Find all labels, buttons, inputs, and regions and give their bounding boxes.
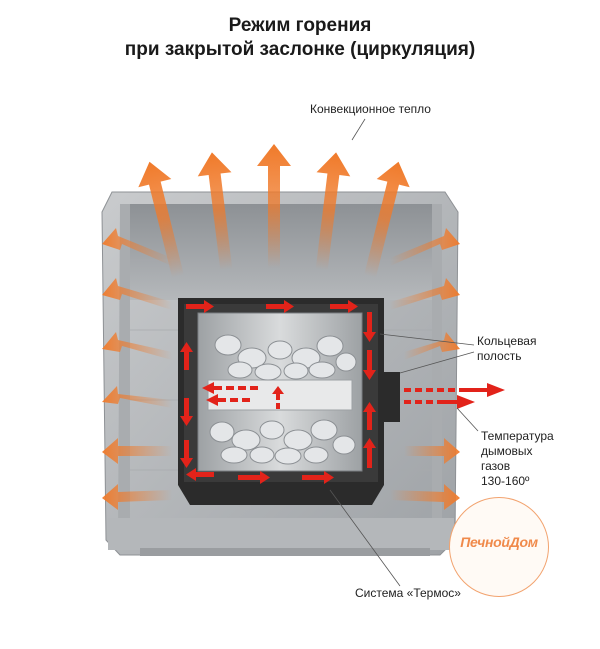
gas-arrow — [367, 350, 372, 370]
gas-arrow — [363, 370, 376, 380]
gas-arrow — [284, 300, 294, 313]
gas-arrow — [363, 332, 376, 342]
ring-cavity-label: Кольцевая полость — [477, 334, 587, 364]
gas-arrow — [367, 412, 372, 430]
convection-heat-label: Конвекционное тепло — [310, 102, 431, 116]
logo-text: ПечнойДом — [460, 534, 538, 550]
gas-arrow — [184, 440, 189, 458]
temp-label-line-3: газов — [481, 459, 511, 473]
gas-arrow — [184, 352, 189, 370]
temp-label-line-2: дымовых — [481, 444, 533, 458]
gas-arrow — [363, 438, 376, 448]
leader-lines — [329, 118, 479, 587]
heat-arrow-up — [364, 161, 410, 278]
gas-arrow — [260, 471, 270, 484]
gas-arrow — [348, 300, 358, 313]
termos-system-label: Система «Термос» — [355, 586, 461, 600]
gas-arrow — [180, 416, 193, 426]
title-line-2: при закрытой заслонке (циркуляция) — [124, 39, 476, 60]
gas-arrow — [266, 304, 284, 309]
gas-arrow — [180, 342, 193, 352]
gas-arrow — [324, 471, 334, 484]
gas-arrow — [186, 304, 204, 309]
gas-arrow — [238, 475, 260, 480]
gas-arrow — [180, 458, 193, 468]
gas-arrow — [302, 475, 324, 480]
convection-heat-arrows — [138, 144, 410, 278]
gas-arrow — [184, 398, 189, 416]
gas-arrow — [367, 448, 372, 468]
side-heat-arrows-right — [390, 228, 460, 510]
pechnoy-dom-logo: ПечнойДом — [449, 497, 549, 597]
heat-arrow-up — [197, 152, 233, 271]
diagram-title: Режим горения при закрытой заслонке (цир… — [0, 14, 600, 62]
temp-label-line-1: Температура — [481, 429, 554, 443]
gas-arrow — [363, 402, 376, 412]
ring-label-line-1: Кольцевая — [477, 334, 537, 348]
side-heat-arrows-left — [102, 228, 172, 510]
ring-label-line-2: полость — [477, 349, 522, 363]
gas-arrow — [367, 312, 372, 332]
title-line-1: Режим горения — [228, 15, 372, 36]
heat-arrow-up — [257, 144, 291, 268]
gas-arrow — [204, 300, 214, 313]
return-flow-dashed — [202, 382, 284, 409]
gas-arrow — [330, 304, 348, 309]
exit-flue-arrows — [404, 383, 505, 409]
gas-arrow — [196, 472, 214, 477]
gas-arrow — [186, 468, 196, 481]
flue-temperature-label: Температура дымовых газов 130-160º — [481, 429, 591, 489]
flue-gas-circulation — [180, 300, 505, 484]
heat-arrow-up — [138, 161, 184, 278]
heater-stone-compartment — [197, 312, 363, 472]
temp-label-line-4: 130-160º — [481, 474, 530, 488]
heat-arrow-up — [315, 152, 351, 271]
